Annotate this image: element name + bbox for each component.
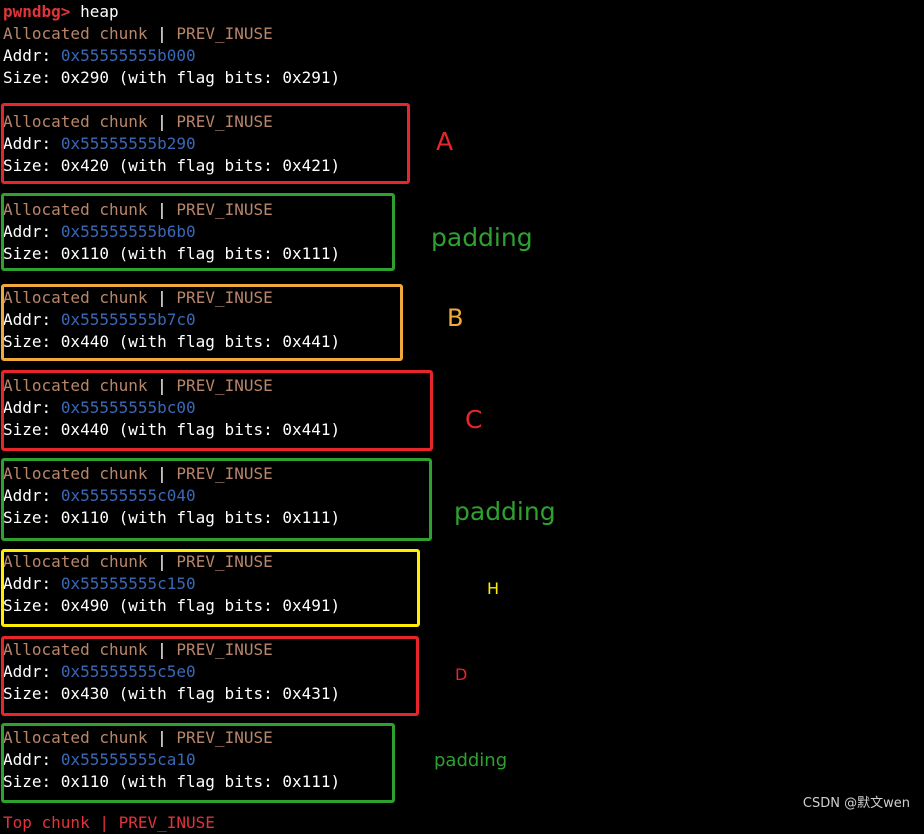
chunk-flag: PREV_INUSE <box>176 112 273 131</box>
chunk-size: Size: 0x110 (with flag bits: 0x111) <box>3 508 341 527</box>
chunk-addr: 0x55555555b7c0 <box>60 310 196 329</box>
prompt-line: pwndbg> heap <box>3 1 119 23</box>
top-chunk-line: Top chunk | PREV_INUSE <box>3 813 215 832</box>
chunk-flag: PREV_INUSE <box>176 728 273 747</box>
chunk-addr: 0x55555555ca10 <box>60 750 196 769</box>
chunk-size: Size: 0x110 (with flag bits: 0x111) <box>3 772 341 791</box>
chunk-size: Size: 0x440 (with flag bits: 0x441) <box>3 420 341 439</box>
chunk-flag: PREV_INUSE <box>176 200 273 219</box>
chunk-size: Size: 0x430 (with flag bits: 0x431) <box>3 684 341 703</box>
annotation-padding-1: padding <box>431 223 533 252</box>
prompt: pwndbg> <box>3 2 71 21</box>
chunk-label: Allocated chunk <box>3 552 148 571</box>
chunk-addr: 0x55555555c5e0 <box>60 662 196 681</box>
chunk-label: Allocated chunk <box>3 728 148 747</box>
chunk-flag: PREV_INUSE <box>176 288 273 307</box>
highlight-box-d <box>1 636 419 716</box>
chunk-size: Size: 0x110 (with flag bits: 0x111) <box>3 244 341 263</box>
highlight-box-b <box>1 284 403 361</box>
chunk-size: Size: 0x290 (with flag bits: 0x291) <box>3 68 341 87</box>
chunk-flag: PREV_INUSE <box>176 552 273 571</box>
chunk-size: Size: 0x440 (with flag bits: 0x441) <box>3 332 341 351</box>
highlight-box-padding-2 <box>1 458 432 541</box>
chunk-flag: PREV_INUSE <box>176 640 273 659</box>
annotation-a: A <box>436 127 454 156</box>
highlight-box-padding-1 <box>1 193 395 271</box>
annotation-d: D <box>455 665 468 684</box>
chunk-addr: 0x55555555c040 <box>60 486 196 505</box>
command: heap <box>80 2 119 21</box>
chunk-label: Allocated chunk <box>3 112 148 131</box>
chunk-addr: 0x55555555b290 <box>60 134 196 153</box>
chunk-addr: 0x55555555bc00 <box>60 398 196 417</box>
chunk-addr: 0x55555555b6b0 <box>60 222 196 241</box>
chunk-label: Allocated chunk <box>3 24 148 43</box>
highlight-box-a <box>1 103 410 184</box>
annotation-b: B <box>447 304 464 332</box>
chunk-flag: PREV_INUSE <box>176 24 273 43</box>
chunk-flag: PREV_INUSE <box>176 464 273 483</box>
annotation-padding-2: padding <box>454 497 556 526</box>
chunk-label: Allocated chunk <box>3 464 148 483</box>
annotation-padding-3: padding <box>434 750 508 771</box>
highlight-box-padding-3 <box>1 723 395 803</box>
chunk-size: Size: 0x490 (with flag bits: 0x491) <box>3 596 341 615</box>
chunk-flag: PREV_INUSE <box>176 376 273 395</box>
chunk-addr: 0x55555555c150 <box>60 574 196 593</box>
annotation-c: C <box>465 405 483 434</box>
annotation-h: H <box>487 579 500 598</box>
chunk-label: Allocated chunk <box>3 376 148 395</box>
csdn-watermark: CSDN @默文wen <box>802 796 910 811</box>
chunk-addr: 0x55555555b000 <box>60 46 196 65</box>
highlight-box-h <box>1 549 420 627</box>
highlight-box-c <box>1 370 433 451</box>
chunk-label: Allocated chunk <box>3 288 148 307</box>
chunk-label: Allocated chunk <box>3 200 148 219</box>
chunk-size: Size: 0x420 (with flag bits: 0x421) <box>3 156 341 175</box>
chunk-label: Allocated chunk <box>3 640 148 659</box>
